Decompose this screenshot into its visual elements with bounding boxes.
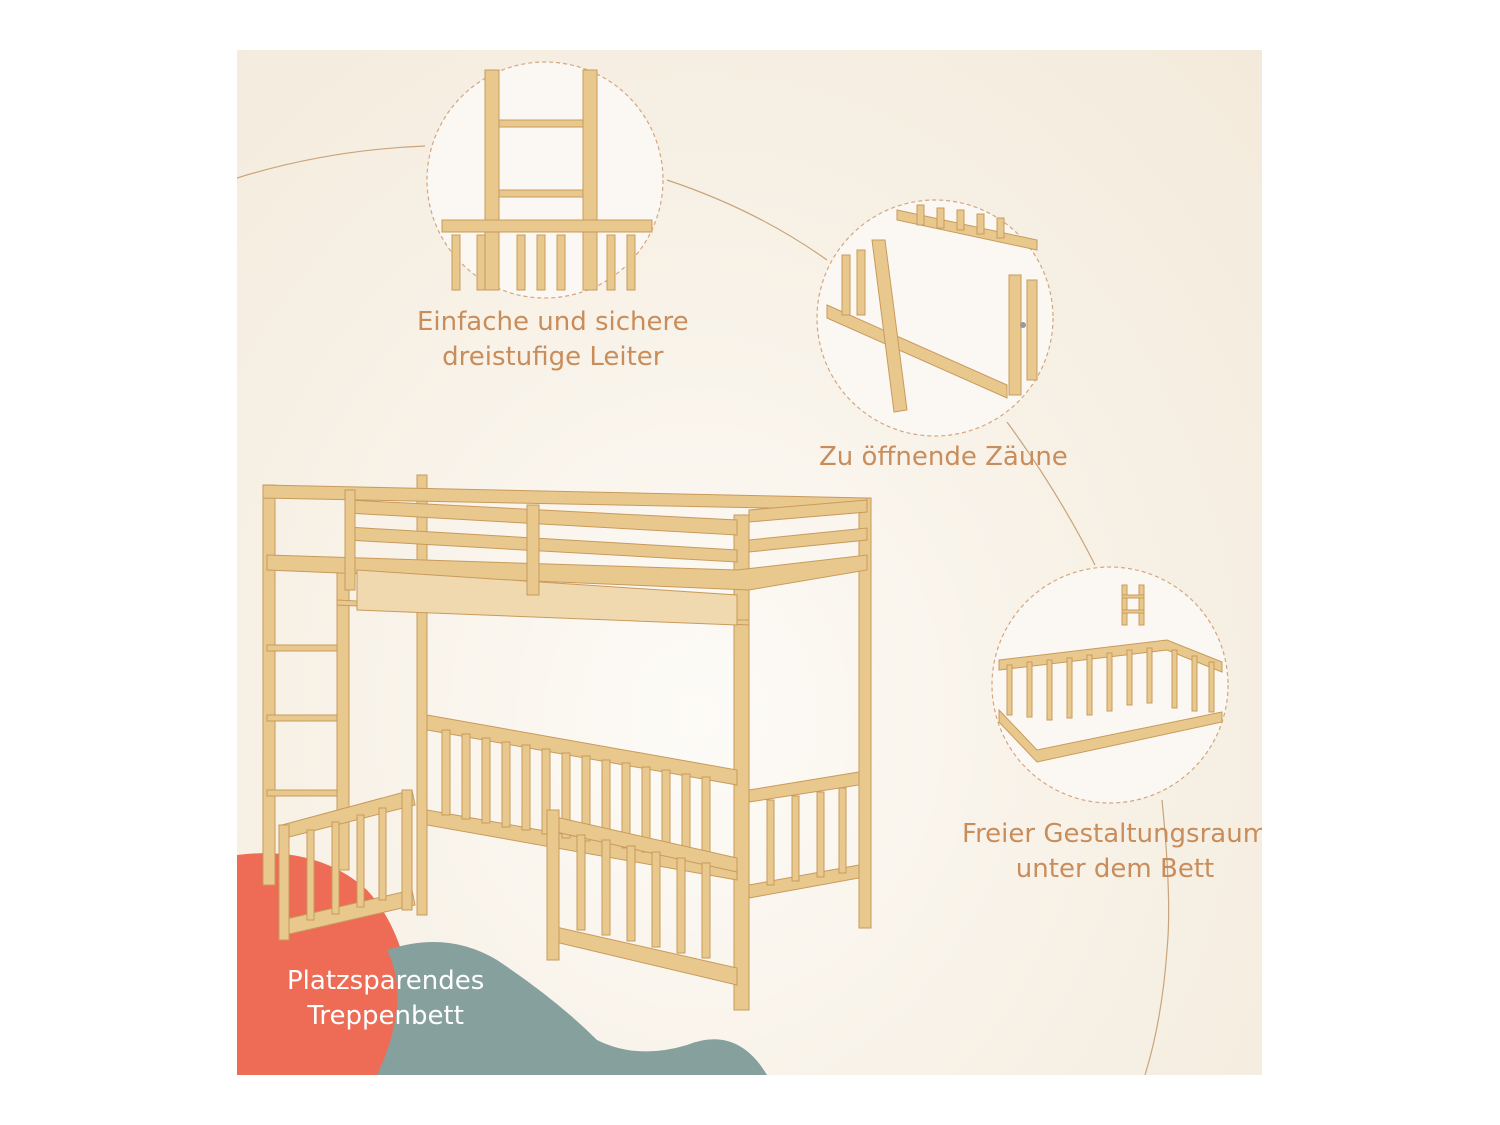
feature-caption-fence: Zu öffnende Zäune (819, 440, 1068, 475)
badge-line: Treppenbett (307, 1001, 464, 1031)
connector-lines (237, 145, 1170, 1075)
feature-caption-space: Freier Gestaltungsraum unter dem Bett (962, 817, 1262, 887)
caption-line: unter dem Bett (1015, 854, 1215, 884)
ladder-detail-icon (441, 69, 653, 291)
caption-line: dreistufige Leiter (442, 342, 664, 372)
floor-bed-detail-icon (998, 584, 1223, 763)
caption-line: Einfache und sichere (417, 307, 689, 337)
opening-fence-detail-icon (826, 204, 1038, 413)
background-shapes (237, 61, 1229, 1075)
bunk-bed-illustration (262, 474, 872, 1011)
caption-line: Freier Gestaltungsraum (962, 819, 1262, 849)
feature-caption-ladder: Einfache und sichere dreistufige Leiter (417, 305, 689, 375)
badge-line: Platzsparendes (287, 966, 485, 996)
space-saving-badge: Platzsparendes Treppenbett (287, 964, 484, 1034)
product-infographic: Einfache und sichere dreistufige Leiter … (237, 50, 1262, 1075)
teal-wave (377, 942, 767, 1075)
caption-line: Zu öffnende Zäune (819, 442, 1068, 472)
